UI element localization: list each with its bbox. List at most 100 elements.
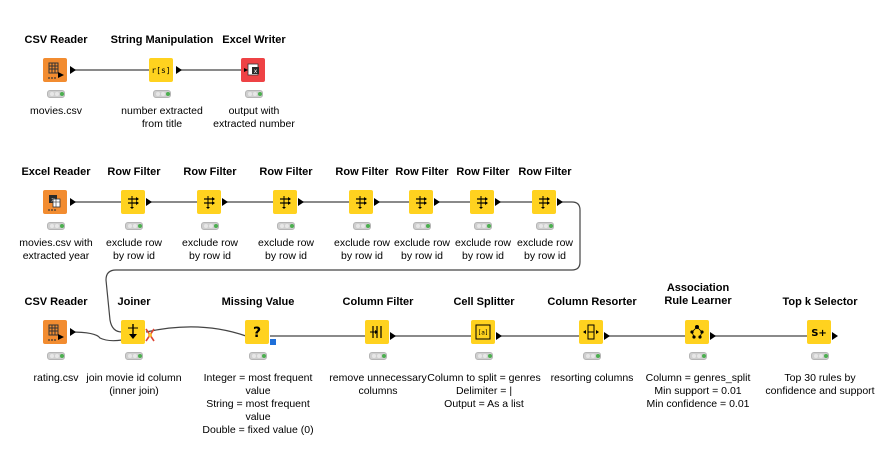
node-row-filter-6[interactable]: Row Filter exclude row by row id [418,166,548,326]
node-status-indicator [47,90,65,98]
node-title: CSV Reader [24,34,88,46]
node-annotation: rating.csv [33,372,79,384]
output-port-icon[interactable] [557,198,563,206]
node-status-indicator [413,222,431,230]
node-status-indicator [47,222,65,230]
row-filter-icon[interactable] [470,190,494,214]
node-annotation: movies.csv with extracted year [19,237,93,262]
node-annotation: exclude row by row id [516,237,574,262]
node-missing-value[interactable]: Missing Value ? Integer = most frequent … [193,296,323,456]
node-row-filter-5[interactable]: Row Filter exclude row by row id [357,166,487,326]
string-manipulation-icon[interactable]: r[s] [149,58,173,82]
node-title: Cell Splitter [453,296,515,308]
node-title: Row Filter [518,166,572,178]
node-status-indicator [47,352,65,360]
node-annotation: number extracted from title [121,105,203,130]
node-cell-splitter[interactable]: Cell Splitter [a] Column to split = genr… [419,296,549,456]
node-string-manipulation[interactable]: String Manipulation r[s] number extracte… [97,34,227,194]
output-port-icon[interactable] [70,66,76,74]
row-filter-icon[interactable] [532,190,556,214]
output-port-icon[interactable] [146,198,152,206]
row-filter-icon[interactable] [197,190,221,214]
svg-text:x: x [254,68,258,75]
node-title: Joiner [117,296,151,308]
node-status-indicator [201,222,219,230]
output-port-icon[interactable] [176,66,182,74]
node-row-filter-2[interactable]: Row Filter exclude row by row id [145,166,275,326]
node-column-resorter[interactable]: Column Resorter resorting columns [527,296,657,456]
node-row-filter-3[interactable]: Row Filter exclude row by row id [221,166,351,326]
node-annotation: join movie id column (inner join) [86,372,182,397]
node-row-filter-1[interactable]: Row Filter exclude row by row id [69,166,199,326]
node-annotation: exclude row by row id [454,237,512,262]
node-annotation: resorting columns [550,372,634,384]
node-annotation: Top 30 rules by confidence and support [765,372,875,397]
node-status-indicator [153,90,171,98]
node-csv-reader-movies[interactable]: CSV Reader movies.csv [0,34,121,194]
node-title: Excel Reader [21,166,91,178]
node-joiner[interactable]: Joiner join movie id column (inner join) [69,296,199,456]
row-filter-icon[interactable] [121,190,145,214]
column-filter-icon[interactable] [365,320,389,344]
node-status-indicator [125,352,143,360]
node-title: Row Filter [107,166,161,178]
node-title: Row Filter [259,166,313,178]
csv-reader-icon[interactable] [43,58,67,82]
excel-writer-icon[interactable]: x [241,58,265,82]
csv-reader-icon[interactable] [43,320,67,344]
output-port-icon[interactable] [298,198,304,206]
connection-wires [69,69,808,342]
node-annotation: movies.csv [30,105,82,117]
output-port-icon[interactable] [495,198,501,206]
output-port-icon[interactable] [710,332,716,340]
output-port-icon[interactable] [496,332,502,340]
output-port-icon[interactable] [832,332,838,340]
node-title: Column Filter [342,296,414,308]
row-filter-icon[interactable] [273,190,297,214]
node-status-indicator [536,222,554,230]
node-top-k-selector[interactable]: Top k Selector S+ Top 30 rules by confid… [755,296,885,456]
output-port-icon[interactable] [604,332,610,340]
output-port-icon[interactable] [70,328,76,336]
output-port-icon[interactable] [390,332,396,340]
missing-value-icon[interactable]: ? [245,320,269,344]
node-excel-writer[interactable]: Excel Writer x output with extracted num… [189,34,319,194]
warning-icon [145,328,155,342]
string-manipulation-glyph: r[s] [151,66,170,75]
node-title: CSV Reader [24,296,88,308]
top-k-selector-icon[interactable]: S+ [807,320,831,344]
node-status-indicator [583,352,601,360]
excel-reader-icon[interactable]: x [43,190,67,214]
node-status-indicator [811,352,829,360]
node-status-indicator [475,352,493,360]
node-title: Row Filter [183,166,237,178]
node-row-filter-7[interactable]: Row Filter exclude row by row id [480,166,610,326]
node-column-filter[interactable]: Column Filter remove unnecessary columns [313,296,443,456]
association-rule-icon[interactable] [685,320,709,344]
node-title: Column Resorter [547,296,637,308]
output-port-icon[interactable] [70,198,76,206]
node-status-indicator [369,352,387,360]
row-filter-icon[interactable] [349,190,373,214]
joiner-icon[interactable] [121,320,145,344]
column-resorter-icon[interactable] [579,320,603,344]
node-association-rule-learner[interactable]: Association Rule Learner Column = genres… [633,282,763,456]
model-port-icon[interactable] [270,339,276,345]
row-filter-icon[interactable] [409,190,433,214]
node-status-indicator [249,352,267,360]
node-annotation: Column = genres_split Min support = 0.01… [645,372,751,410]
node-annotation: exclude row by row id [393,237,451,262]
node-excel-reader[interactable]: Excel Reader x movies.csv with extracted… [0,166,121,326]
node-status-indicator [689,352,707,360]
node-annotation: exclude row by row id [257,237,315,262]
node-title: Top k Selector [782,296,858,308]
output-port-icon[interactable] [222,198,228,206]
output-port-icon[interactable] [374,198,380,206]
node-status-indicator [277,222,295,230]
node-csv-reader-rating[interactable]: CSV Reader rating.csv [0,296,121,456]
cell-splitter-icon[interactable]: [a] [471,320,495,344]
top-k-selector-glyph: S+ [811,328,827,339]
node-row-filter-4[interactable]: Row Filter exclude row by row id [297,166,427,326]
node-annotation: Column to split = genres Delimiter = | O… [427,372,541,410]
output-port-icon[interactable] [434,198,440,206]
